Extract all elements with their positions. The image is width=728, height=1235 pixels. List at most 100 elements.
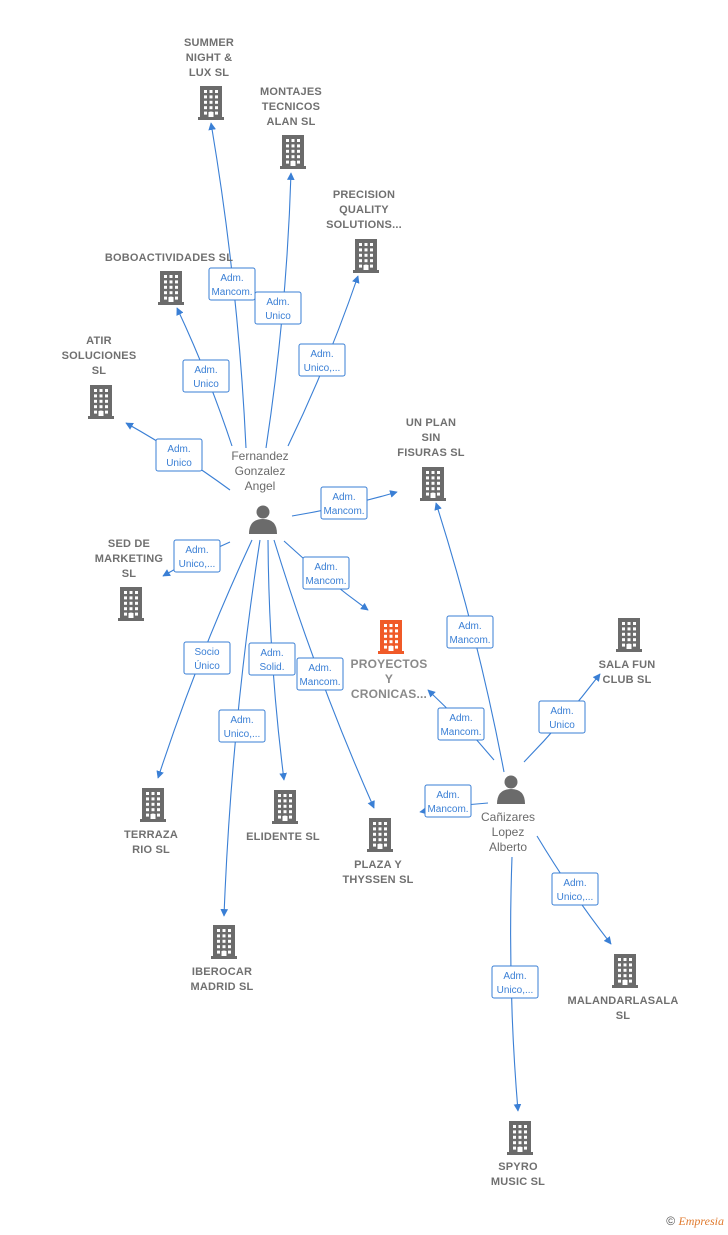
role-badge-box (320, 486, 368, 520)
building-icon (198, 86, 224, 120)
role-badge[interactable]: Adm. Mancom. (208, 267, 256, 301)
role-badge[interactable]: Adm. Unico (538, 700, 586, 734)
company-name: PROYECTOS (351, 657, 428, 671)
company-name: LUX SL (189, 67, 229, 79)
role-badge[interactable]: Adm. Mancom. (320, 486, 368, 520)
role-badge[interactable]: Adm.Unico,... (218, 709, 266, 743)
company-name: THYSSEN SL (342, 874, 413, 886)
company-name: Y (385, 672, 393, 686)
building-icon (612, 954, 638, 988)
role-label: Adm. (503, 971, 526, 982)
role-label: Mancom. (323, 506, 364, 517)
company-name: CLUB SL (602, 674, 651, 686)
role-label: Mancom. (440, 727, 481, 738)
role-label: Unico (265, 311, 291, 322)
role-badge-box (302, 556, 350, 590)
role-label: Unico (549, 720, 575, 731)
person-name: Alberto (489, 840, 527, 854)
role-badge[interactable]: Adm.Mancom. (424, 784, 472, 818)
role-label: Unico (166, 458, 192, 469)
role-label: Mancom. (299, 677, 340, 688)
role-badge[interactable]: Adm. Unico (182, 359, 230, 393)
role-label: Adm. (332, 492, 355, 503)
role-label: Socio (194, 647, 219, 658)
company-name: MADRID SL (191, 981, 254, 993)
footer-brand: © Empresia (666, 1214, 724, 1229)
person-icon (249, 505, 277, 534)
role-label: Solid. (259, 662, 284, 673)
role-label: Adm. (194, 365, 217, 376)
company-node-proyectos[interactable]: PROYECTOSYCRONICAS... (351, 620, 428, 701)
role-badge-box (437, 707, 485, 741)
company-name: QUALITY (339, 204, 389, 216)
company-node-terraza[interactable]: TERRAZA RIO SL (124, 788, 178, 856)
person-name: Gonzalez (235, 464, 286, 478)
company-node-boboactividades[interactable]: BOBOACTIVIDADES SL (105, 252, 233, 305)
company-name: ATIR (86, 335, 112, 347)
role-label: Mancom. (449, 635, 490, 646)
role-badge[interactable]: Adm.Unico,... (551, 872, 599, 906)
role-badge[interactable]: Adm.Mancom. (296, 657, 344, 691)
role-badge[interactable]: Adm.Mancom. (302, 556, 350, 590)
person-name: Lopez (492, 825, 525, 839)
role-badge-box (538, 700, 586, 734)
company-name: UN PLAN (406, 417, 456, 429)
role-badge[interactable]: Adm. Mancom. (437, 707, 485, 741)
role-label: Adm. (220, 273, 243, 284)
company-name: MARKETING (95, 553, 163, 565)
role-badge[interactable]: Adm.Unico,... (491, 965, 539, 999)
company-name: TERRAZA (124, 829, 178, 841)
role-label: Adm. (449, 713, 472, 724)
company-name: SL (122, 568, 137, 580)
company-name: RIO SL (132, 844, 170, 856)
company-name: SL (92, 365, 107, 377)
role-label: Unico,... (557, 892, 594, 903)
company-node-precision[interactable]: PRECISIONQUALITYSOLUTIONS... (326, 189, 402, 273)
role-label: Adm. (550, 706, 573, 717)
person-name: Fernandez (231, 449, 288, 463)
role-label: Unico (193, 379, 219, 390)
role-badge-box (208, 267, 256, 301)
company-node-iberocar[interactable]: IBEROCAR MADRID SL (191, 925, 254, 993)
role-label: Adm. (185, 545, 208, 556)
role-label: Unico,... (224, 729, 261, 740)
company-name: IBEROCAR (192, 966, 252, 978)
role-badge[interactable]: Adm.Unico (155, 438, 203, 472)
role-label: Adm. (266, 297, 289, 308)
role-badge[interactable]: Adm. Unico (254, 291, 302, 325)
company-name: PLAZA Y (354, 859, 402, 871)
role-label: Mancom. (211, 287, 252, 298)
role-badge-box (173, 539, 221, 573)
brand-logo: Empresia (678, 1214, 724, 1228)
role-badge-box (183, 641, 231, 675)
copyright-symbol: © (666, 1214, 676, 1228)
role-badge-box (218, 709, 266, 743)
building-icon (158, 271, 184, 305)
company-node-elidente[interactable]: ELIDENTE SL (246, 790, 320, 843)
role-badge[interactable]: Adm.Unico,... (173, 539, 221, 573)
role-label: Unico,... (304, 363, 341, 374)
role-badge-box (296, 657, 344, 691)
role-label: Adm. (314, 562, 337, 573)
building-icon (280, 135, 306, 169)
role-badge[interactable]: Adm.Mancom. (446, 615, 494, 649)
role-badge[interactable]: Adm.Solid. (248, 642, 296, 676)
building-icon (507, 1121, 533, 1155)
role-badge[interactable]: Adm.Unico,... (298, 343, 346, 377)
company-name: TECNICOS (262, 101, 320, 113)
company-name: MALANDARLASALA (568, 995, 679, 1007)
person-icon (497, 775, 525, 804)
company-node-plaza[interactable]: PLAZA Y THYSSEN SL (342, 818, 413, 886)
